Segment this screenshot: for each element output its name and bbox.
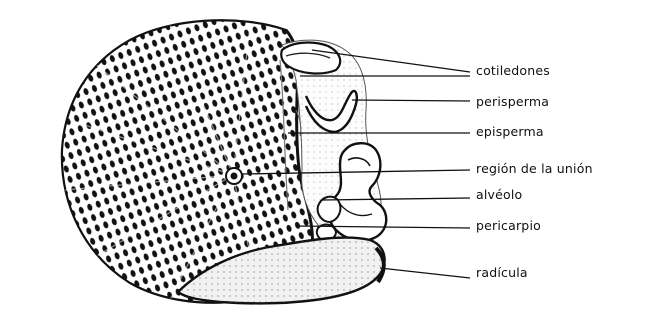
label-pericarpio: pericarpio (476, 219, 541, 233)
label-episperma: episperma (476, 125, 544, 139)
hilum-region (226, 168, 242, 184)
leader-radicula (380, 268, 470, 278)
label-alveolo: alvéolo (476, 188, 522, 202)
label-radicula: radícula (476, 266, 528, 280)
label-perisperma: perisperma (476, 95, 549, 109)
label-region-union: región de la unión (476, 162, 593, 176)
label-cotiledones: cotiledones (476, 64, 550, 78)
leader-perisperma (352, 100, 470, 101)
